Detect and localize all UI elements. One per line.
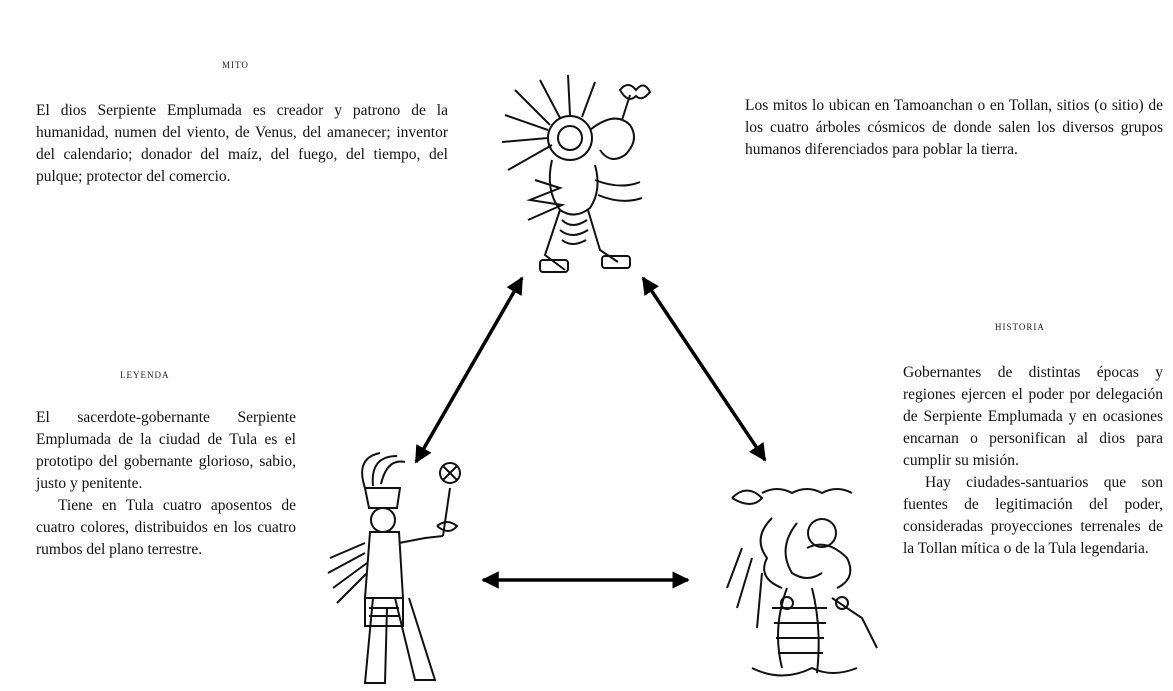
historia-para-1: Gobernantes de distintas épocas y region…: [903, 364, 1163, 469]
historia-text: Gobernantes de distintas épocas y region…: [903, 362, 1163, 560]
leyenda-text: El sacerdote-gobernante Serpiente Emplum…: [36, 407, 296, 561]
historia-para-2: Hay ciudades-santuarios que son fuentes …: [903, 474, 1163, 557]
deity-figure-right: [726, 488, 878, 677]
mito-text: El dios Serpiente Emplumada es creador y…: [36, 102, 448, 185]
arrow-top-right: [641, 276, 767, 462]
leyenda-para-2: Tiene en Tula cuatro aposentos de cuatro…: [36, 497, 296, 558]
leyenda-heading: LEYENDA: [120, 370, 170, 380]
ruler-figure-left: [327, 452, 461, 684]
deity-figure-top: [501, 74, 652, 273]
arrow-top-left: [414, 276, 524, 464]
top-right-text: Los mitos lo ubican en Tamoanchan o en T…: [745, 97, 1163, 158]
historia-heading: HISTORIA: [995, 322, 1045, 332]
leyenda-para-1: El sacerdote-gobernante Serpiente Emplum…: [36, 409, 296, 492]
mito-heading: MITO: [222, 60, 249, 70]
